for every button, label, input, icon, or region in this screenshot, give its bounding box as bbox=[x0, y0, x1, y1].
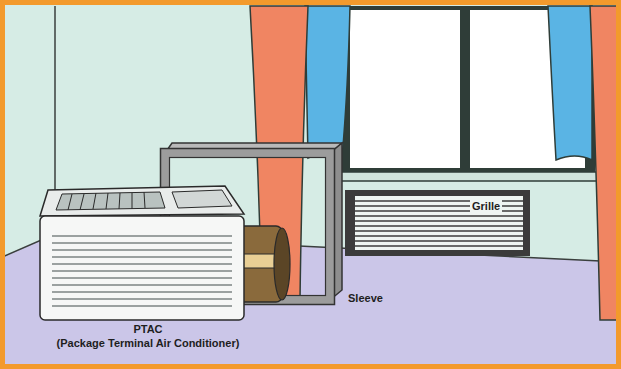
ptac-vent bbox=[56, 192, 165, 210]
part-label: Grille bbox=[470, 200, 502, 213]
part-expansion: (Package Terminal Air Conditioner) bbox=[55, 337, 242, 350]
grille-frame bbox=[345, 190, 530, 256]
part-label: Sleeve bbox=[346, 292, 385, 305]
window-sill bbox=[335, 172, 600, 181]
part-label: PTAC bbox=[131, 323, 164, 336]
ptac-vent-slats bbox=[68, 192, 145, 210]
ptac-front bbox=[40, 216, 244, 320]
curtain-blue bbox=[548, 6, 592, 160]
ptac-top bbox=[40, 186, 244, 216]
ptac-louvers bbox=[52, 236, 232, 306]
window-frame bbox=[340, 6, 595, 174]
grille-face bbox=[355, 196, 523, 250]
picture-border bbox=[3, 3, 619, 367]
grille-louvers bbox=[355, 201, 523, 246]
ptac-control-panel bbox=[172, 190, 232, 208]
window-pane bbox=[350, 10, 460, 168]
compressor-end bbox=[274, 228, 290, 300]
curtain-blue bbox=[305, 6, 350, 158]
